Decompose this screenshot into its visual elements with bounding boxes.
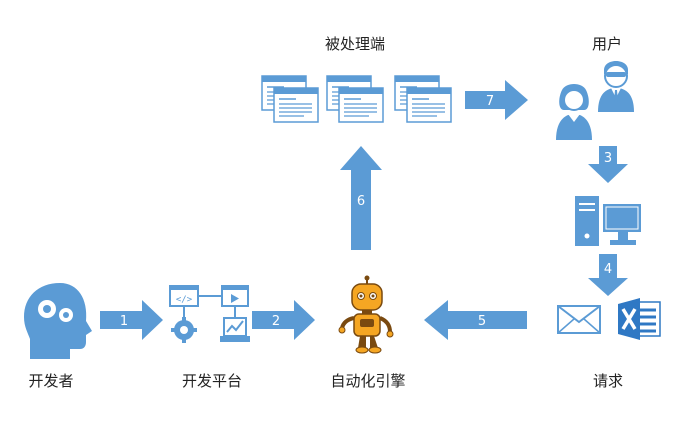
arrow-step-5: 5 [424,300,527,340]
excel-icon [618,298,661,340]
arrow-step-3: 3 [588,146,628,183]
label-developer: 开发者 [28,372,73,390]
arrow-step-2: 2 [252,300,315,340]
arrow-step-6: 6 [340,146,382,250]
arrow-step-1: 1 [100,300,163,340]
step-number-2: 2 [272,314,280,329]
step-number-3: 3 [604,151,612,166]
two-users-icon [556,61,634,140]
label-request: 请求 [593,372,623,390]
label-dev-platform: 开发平台 [182,372,242,390]
step-number-1: 1 [120,314,128,329]
step-number-7: 7 [486,94,494,109]
female-user-icon [556,84,592,140]
arrow-step-7: 7 [465,80,528,120]
code-play-gear-chart-icon: </> [169,285,250,343]
mail-icon [557,305,601,334]
svg-text:</>: </> [176,295,193,305]
step-number-6: 6 [357,194,365,209]
arrow-step-4: 4 [588,254,628,296]
desktop-computer-icon [575,196,641,246]
step-number-4: 4 [604,262,612,277]
male-user-icon [598,61,634,112]
document-windows-icon [261,75,452,123]
head-gears-icon [24,283,92,359]
label-user: 用户 [592,35,622,53]
robot-icon [338,275,394,354]
label-automation-engine: 自动化引擎 [330,372,405,390]
label-processed-end: 被处理端 [325,35,385,53]
step-number-5: 5 [478,314,486,329]
mail-and-excel-icon [557,298,661,340]
